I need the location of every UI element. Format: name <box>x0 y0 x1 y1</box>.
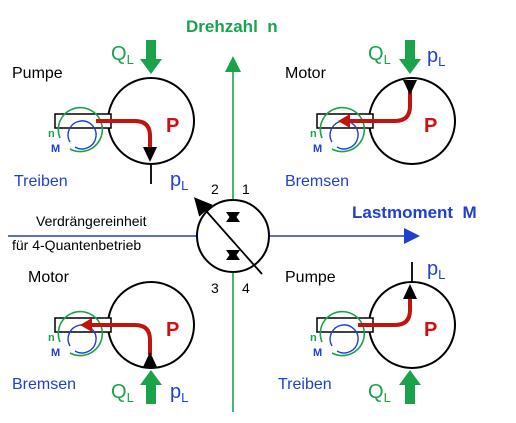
flow-path <box>88 323 152 355</box>
adjustable-arrow <box>194 197 263 275</box>
rotation-icon <box>319 106 366 153</box>
unit-letter: P <box>166 319 179 341</box>
quadrant-number-1: 1 <box>242 181 250 197</box>
shaft-m-label: M <box>313 143 322 155</box>
mode-label: Treiben <box>14 173 68 190</box>
flow-arrow-icon <box>403 284 417 299</box>
flow-label: QL <box>368 381 391 405</box>
flow-label: QL <box>111 381 134 405</box>
inflow-arrow <box>140 370 162 404</box>
shaft-m-label: M <box>313 347 322 359</box>
pressure-label: pL <box>427 258 445 282</box>
unit-letter: P <box>166 115 179 137</box>
flow-path <box>96 119 152 150</box>
shaft-n-label: n <box>310 332 317 344</box>
machine-label: Pumpe <box>285 269 336 286</box>
center-caption-line1: Verdrängereinheit <box>36 213 147 229</box>
quadrant-number-4: 4 <box>242 280 250 296</box>
flow-arrow-icon <box>143 352 157 367</box>
quadrant-4: Pumpe n M Treiben P pL QL <box>278 258 456 405</box>
machine-label: Motor <box>285 65 327 82</box>
flow-head-icon <box>80 318 92 332</box>
inflow-arrow <box>399 40 421 74</box>
flow-label: QL <box>111 43 134 67</box>
pressure-label: pL <box>170 381 188 405</box>
unit-letter: P <box>424 319 437 341</box>
shaft-m-label: M <box>51 347 60 359</box>
mode-label: Treiben <box>278 376 332 393</box>
flow-arrow-icon <box>403 80 417 95</box>
rotation-icon-2 <box>329 120 359 150</box>
shaft-n-label: n <box>48 332 55 344</box>
triangle-top-icon-2 <box>226 212 240 222</box>
shaft-n-label: n <box>310 128 317 140</box>
rotation-icon-2 <box>329 324 359 354</box>
flow-head-icon <box>338 114 350 128</box>
triangle-bottom-icon-2 <box>226 250 240 260</box>
unit-letter: P <box>424 115 437 137</box>
inflow-arrow <box>140 40 162 74</box>
flow-label: QL <box>368 43 391 67</box>
central-unit: 2 1 3 4 Verdrängereinheit für 4-Quantenb… <box>12 181 270 296</box>
machine-label: Pumpe <box>12 65 63 82</box>
central-unit-circle <box>196 199 270 273</box>
mode-label: Bremsen <box>285 173 349 190</box>
rotation-icon <box>57 310 104 357</box>
quadrant-2: Pumpe n M Treiben P pL QL <box>12 40 195 193</box>
rotation-icon <box>57 106 104 153</box>
shaft-m-label: M <box>51 143 60 155</box>
flow-arrow-icon <box>143 147 157 162</box>
flow-path <box>358 296 412 327</box>
rotation-icon-2 <box>67 120 97 150</box>
flow-path <box>345 90 412 123</box>
quadrant-number-3: 3 <box>211 280 219 296</box>
center-caption-line2: für 4-Quantenbetrieb <box>12 237 141 253</box>
pressure-label: pL <box>427 45 445 69</box>
quadrant-3: Motor n M Bremsen P pL QL <box>12 269 195 405</box>
inflow-arrow <box>399 370 421 404</box>
rotation-icon <box>319 310 366 357</box>
pressure-label: pL <box>170 169 188 193</box>
quadrant-number-2: 2 <box>211 181 219 197</box>
x-axis-label: Lastmoment M <box>352 203 477 222</box>
quadrant-1: Motor n M Bremsen P pL QL <box>285 40 456 190</box>
axes: Drehzahl n Lastmoment M <box>8 17 477 412</box>
shaft-n-label: n <box>48 128 55 140</box>
mode-label: Bremsen <box>12 376 76 393</box>
y-axis-label: Drehzahl n <box>186 17 278 36</box>
machine-label: Motor <box>28 269 70 286</box>
